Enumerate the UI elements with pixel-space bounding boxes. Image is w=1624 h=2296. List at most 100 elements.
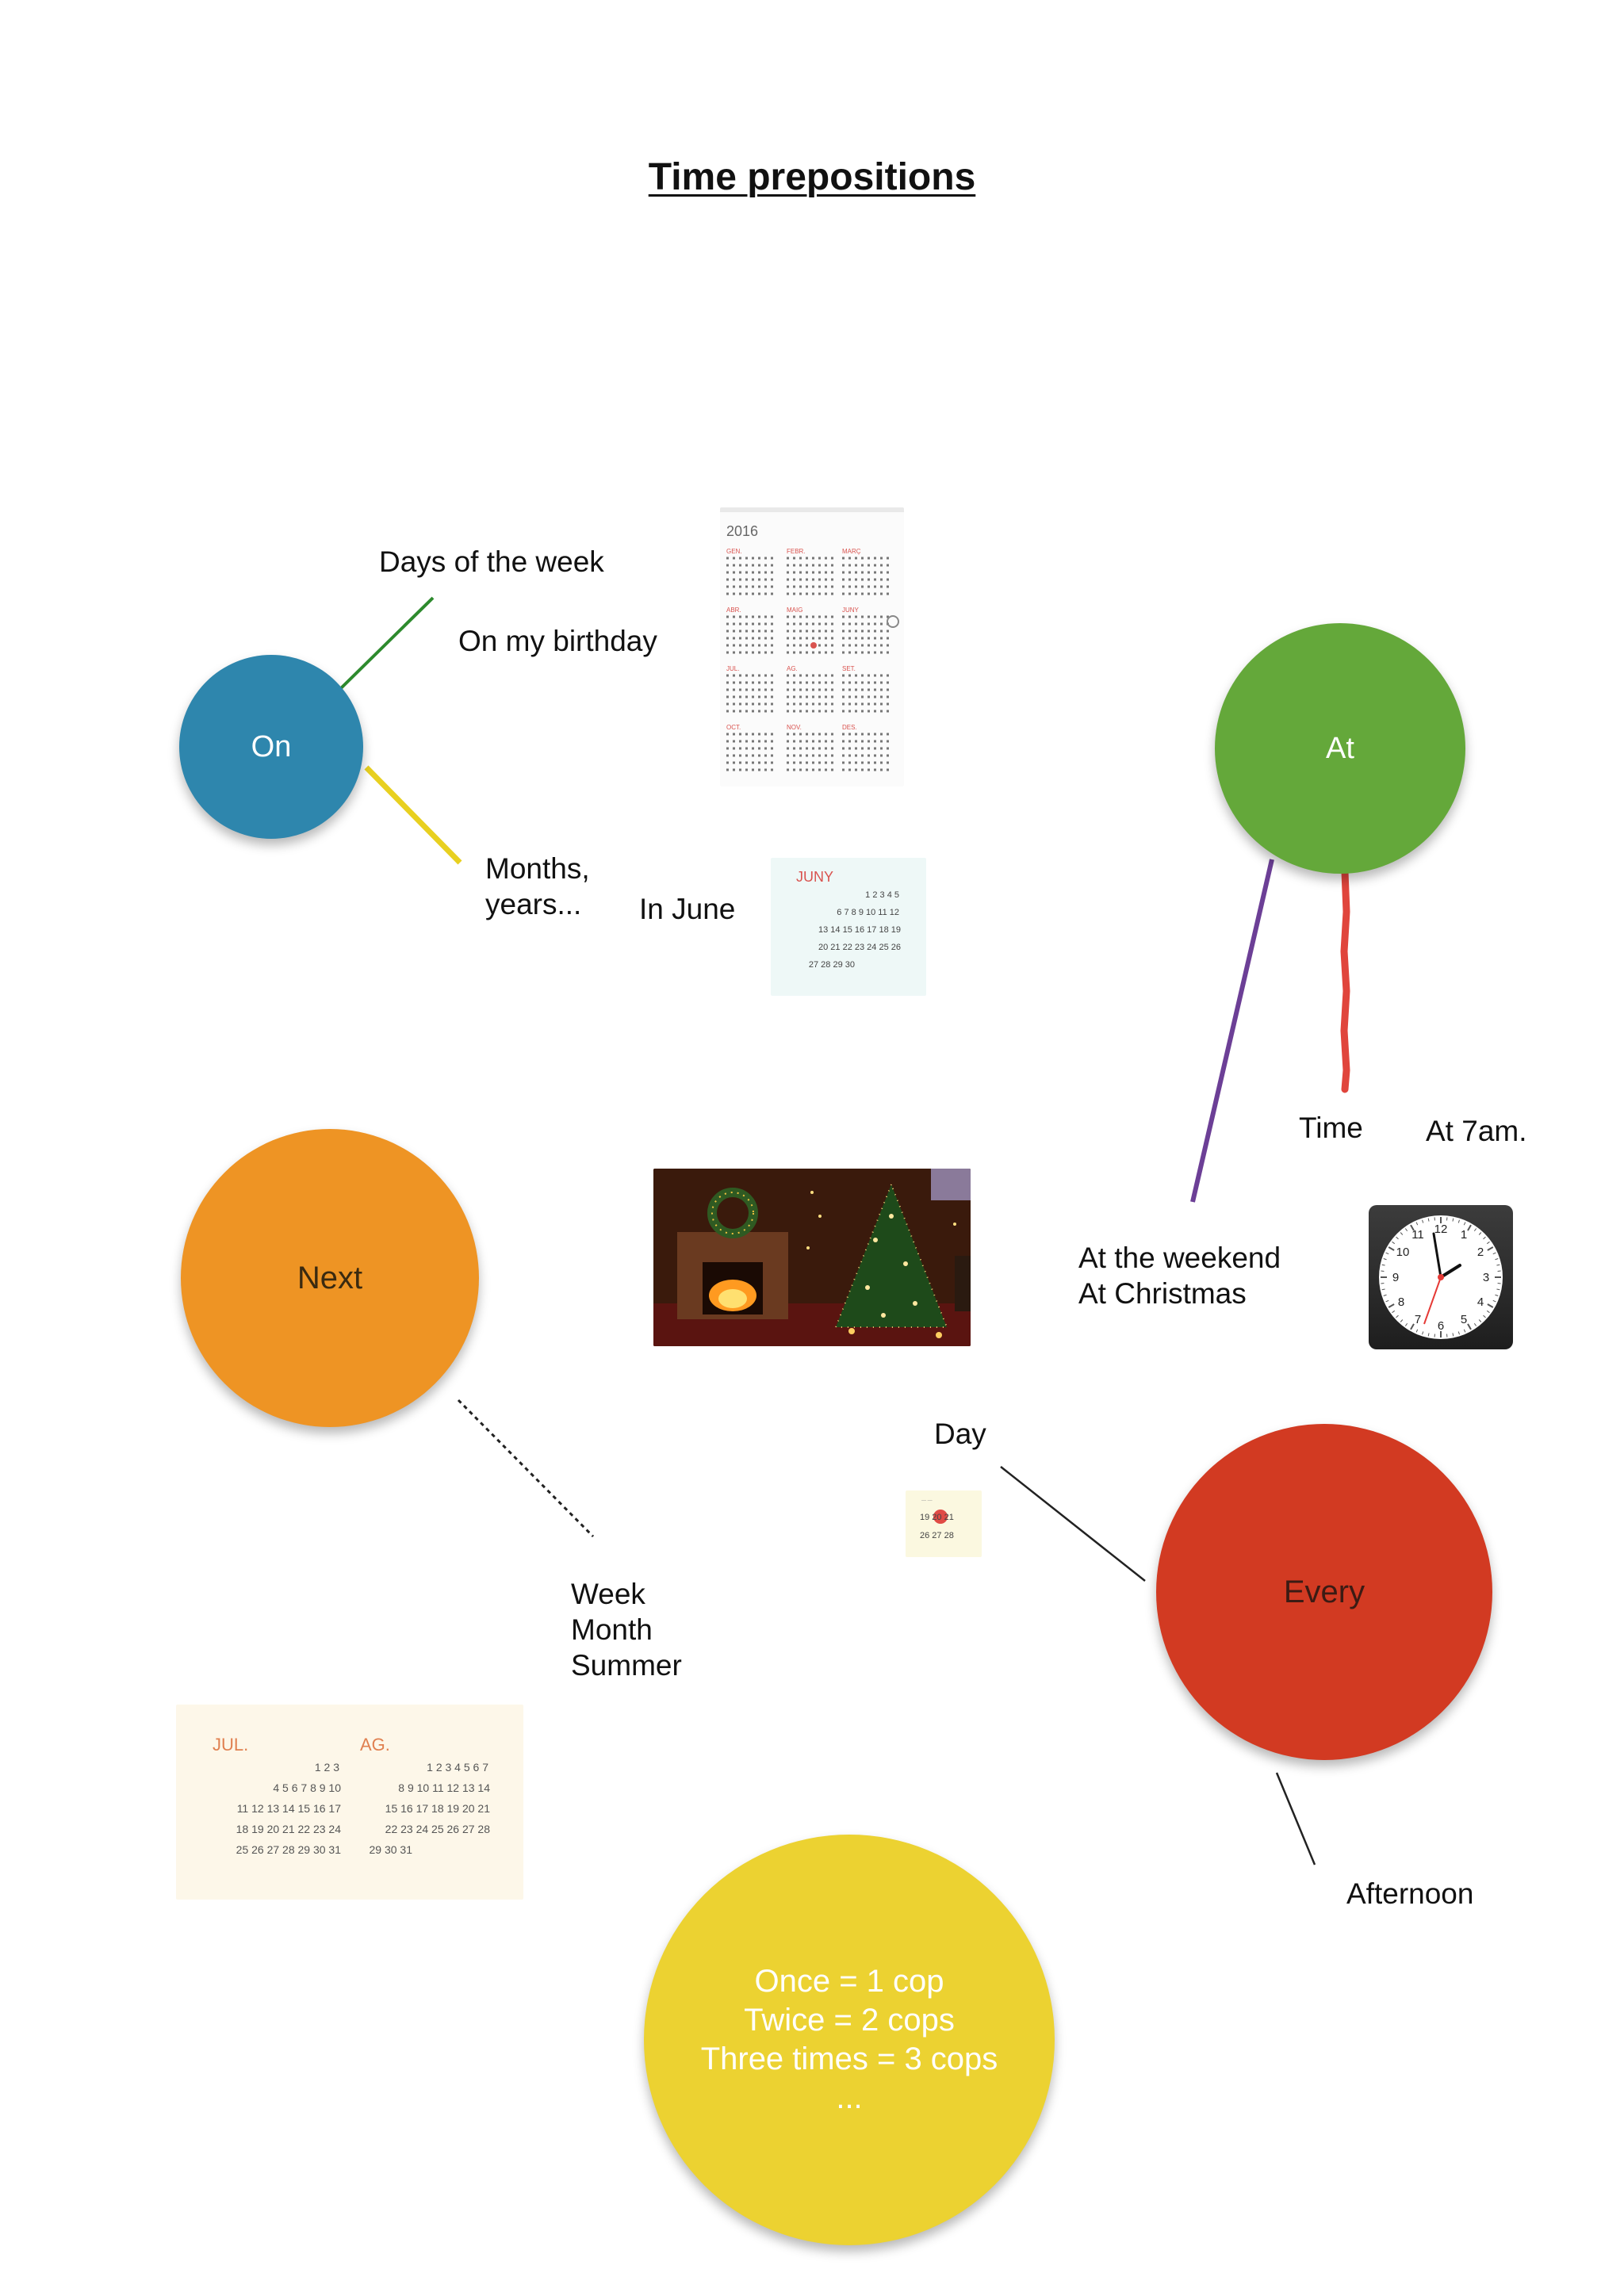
calendar-ag-row: 1 2 3 4 5 6 7 bbox=[427, 1761, 488, 1774]
counting-ellipsis: ... bbox=[836, 2080, 863, 2115]
clock-number: 8 bbox=[1398, 1295, 1404, 1309]
clock-tick bbox=[1427, 1218, 1430, 1222]
calendar-snippet-header: — — bbox=[921, 1498, 933, 1503]
clock-tick bbox=[1410, 1224, 1415, 1231]
clock-tick bbox=[1478, 1232, 1482, 1235]
calendar-2016-image: 2016 GEN. FEBR. MARÇ ABR. MAIG JUNY JUL.… bbox=[720, 507, 904, 786]
label-months: Months, bbox=[485, 852, 590, 885]
clock-tick bbox=[1457, 1331, 1460, 1335]
label-birthday: On my birthday bbox=[458, 625, 657, 657]
clock-tick bbox=[1492, 1252, 1496, 1255]
cal-month-abr: ABR. bbox=[726, 607, 741, 614]
label-time: Time bbox=[1299, 1112, 1363, 1144]
clock-tick bbox=[1483, 1314, 1486, 1318]
calendar-jul-row: 11 12 13 14 15 16 17 bbox=[237, 1802, 342, 1815]
clock-tick bbox=[1385, 1252, 1389, 1255]
calendar-jul-row: 1 2 3 bbox=[315, 1761, 339, 1774]
cal-month-jul: JUL. bbox=[726, 665, 739, 672]
cal-month-des: DES. bbox=[842, 724, 857, 731]
label-in-june: In June bbox=[639, 893, 736, 925]
circle-on-label: On bbox=[251, 729, 292, 763]
clock-second-hand bbox=[1423, 1276, 1442, 1325]
label-weekend: At the weekend bbox=[1078, 1242, 1281, 1274]
label-days-of-week: Days of the week bbox=[379, 545, 604, 578]
clock-tick bbox=[1452, 1218, 1454, 1222]
clock-number: 3 bbox=[1483, 1271, 1489, 1284]
clock-tick bbox=[1487, 1303, 1494, 1308]
clock-tick bbox=[1467, 1224, 1472, 1231]
clock-number: 4 bbox=[1477, 1295, 1484, 1309]
clock-tick bbox=[1392, 1310, 1396, 1314]
calendar-jul-row: 4 5 6 7 8 9 10 bbox=[273, 1781, 341, 1794]
clock-tick bbox=[1410, 1323, 1415, 1330]
line-next-week bbox=[457, 1399, 595, 1538]
calendar-snippet-row: 19 20 21 bbox=[920, 1513, 954, 1522]
clock-tick bbox=[1404, 1228, 1408, 1232]
calendar-snippet-image: — — 19 20 21 26 27 28 bbox=[906, 1490, 982, 1557]
clock-tick bbox=[1492, 1299, 1496, 1303]
clock-tick bbox=[1388, 1303, 1395, 1308]
clock-tick bbox=[1486, 1241, 1490, 1245]
calendar-june-image: JUNY 1 2 3 4 5 6 7 8 9 10 11 12 13 14 15… bbox=[771, 858, 926, 996]
clock-tick bbox=[1396, 1236, 1399, 1240]
calendar-june-month: JUNY bbox=[796, 869, 833, 885]
clock-tick bbox=[1415, 1329, 1419, 1333]
clock-tick bbox=[1457, 1219, 1460, 1223]
circle-on: On bbox=[179, 655, 363, 839]
circle-counting: Once = 1 cop Twice = 2 cops Three times … bbox=[644, 1835, 1055, 2245]
calendar-jul-ag-image: JUL. AG. 1 2 3 4 5 6 7 8 9 10 11 12 13 1… bbox=[176, 1705, 523, 1900]
circle-every: Every bbox=[1156, 1424, 1492, 1760]
counting-three: Three times = 3 cops bbox=[700, 2042, 998, 2076]
counting-once: Once = 1 cop bbox=[754, 1964, 944, 1999]
clock-number: 1 bbox=[1461, 1228, 1467, 1242]
clock-tick bbox=[1483, 1236, 1486, 1240]
calendar-ag-row: 8 9 10 11 12 13 14 bbox=[398, 1781, 490, 1794]
circle-at: At bbox=[1215, 623, 1465, 874]
clock-tick bbox=[1404, 1322, 1408, 1326]
calendar-ag-row: 29 30 31 bbox=[370, 1843, 413, 1856]
calendar-ag-label: AG. bbox=[360, 1735, 390, 1755]
clock-tick bbox=[1400, 1319, 1404, 1322]
calendar-june-row: 1 2 3 4 5 bbox=[865, 890, 899, 900]
label-months-years: Months, years... bbox=[485, 851, 590, 922]
clock-number: 2 bbox=[1477, 1246, 1484, 1259]
clock-tick bbox=[1496, 1288, 1500, 1291]
circle-every-label: Every bbox=[1283, 1574, 1365, 1609]
calendar-june-row: 27 28 29 30 bbox=[809, 960, 855, 970]
clock-tick bbox=[1467, 1323, 1472, 1330]
line-at-weekend bbox=[1190, 859, 1274, 1203]
clock-tick bbox=[1383, 1258, 1387, 1261]
clock-icon: 12 1 2 3 4 5 6 7 8 9 10 11 bbox=[1369, 1205, 1513, 1349]
clock-hour-hand bbox=[1439, 1264, 1461, 1279]
label-day: Day bbox=[934, 1418, 986, 1450]
clock-tick bbox=[1396, 1314, 1399, 1318]
clock-minute-hand bbox=[1432, 1232, 1442, 1279]
cal-month-nov: NOV. bbox=[787, 724, 802, 731]
clock-tick bbox=[1427, 1333, 1430, 1337]
cal-month-gen: GEN. bbox=[726, 548, 742, 555]
cal-month-oct: OCT. bbox=[726, 724, 741, 731]
label-week: Week bbox=[571, 1578, 645, 1610]
clock-tick bbox=[1473, 1228, 1477, 1232]
clock-tick bbox=[1478, 1319, 1482, 1322]
calendar-ag-row: 15 16 17 18 19 20 21 bbox=[385, 1802, 491, 1815]
calendar-jul-label: JUL. bbox=[213, 1735, 248, 1755]
clock-number: 12 bbox=[1434, 1223, 1448, 1236]
calendar-june-row: 6 7 8 9 10 11 12 bbox=[837, 908, 899, 917]
calendar-june-row: 20 21 22 23 24 25 26 bbox=[818, 943, 901, 952]
clock-number: 5 bbox=[1461, 1313, 1467, 1326]
calendar-2016-highlight bbox=[810, 642, 817, 649]
clock-number: 6 bbox=[1438, 1319, 1444, 1333]
label-weekend-christmas: At the weekend At Christmas bbox=[1078, 1240, 1281, 1311]
clock-number: 9 bbox=[1392, 1271, 1399, 1284]
label-christmas: At Christmas bbox=[1078, 1277, 1247, 1310]
label-at-7am: At 7am. bbox=[1426, 1115, 1527, 1147]
clock-tick bbox=[1400, 1232, 1404, 1235]
calendar-snippet-row: 26 27 28 bbox=[920, 1531, 954, 1540]
calendar-jul-row: 18 19 20 21 22 23 24 bbox=[236, 1823, 342, 1835]
clock-number: 11 bbox=[1411, 1228, 1424, 1242]
line-at-time bbox=[1340, 868, 1350, 1093]
line-every-day bbox=[1000, 1466, 1146, 1582]
calendar-2016-year: 2016 bbox=[726, 523, 758, 539]
clock-tick bbox=[1452, 1333, 1454, 1337]
